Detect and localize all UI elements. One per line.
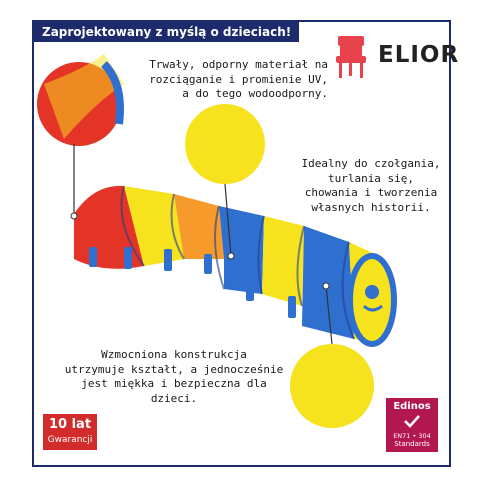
- brand-logo-text: ELIOR: [378, 42, 460, 68]
- warranty-label: Gwarancji: [47, 435, 93, 445]
- play-tunnel-illustration: [37, 54, 397, 428]
- zoom-detail-yellow-bottom: [290, 344, 374, 428]
- edinos-name: Edinos: [393, 401, 431, 412]
- warranty-years: 10 lat: [48, 417, 92, 432]
- chair-logo-icon: [336, 36, 366, 78]
- zoom-detail-red: [37, 54, 124, 146]
- edinos-standards-badge: Edinos EN71 • 304 Standards: [386, 398, 438, 452]
- callout-reinforced-construction: Wzmocniona konstrukcja utrzymuje kształt…: [64, 348, 284, 405]
- tunnel-body: [74, 185, 397, 347]
- checkmark-icon: [404, 415, 420, 428]
- zoom-detail-yellow-top: [185, 104, 265, 184]
- edinos-standards-label: Standards: [394, 440, 430, 448]
- callout-ideal-for-play: Idealny do czołgania, turlania się, chow…: [301, 157, 441, 214]
- callout-durable-material: Trwały, odporny materiał na rozciąganie …: [149, 58, 328, 100]
- header-banner: Zaprojektowany z myślą o dzieciach!: [34, 22, 300, 42]
- edinos-standard-code: EN71 • 304: [393, 432, 431, 440]
- warranty-badge: 10 lat Gwarancji: [43, 414, 97, 450]
